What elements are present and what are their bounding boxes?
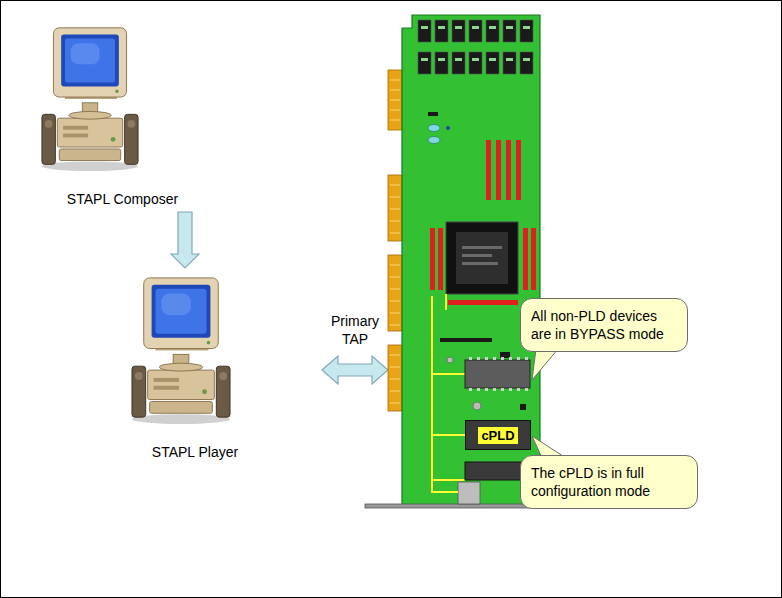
computer-node: STAPL Player bbox=[130, 272, 260, 461]
callout-box: All non-PLD devices are in BYPASS mode bbox=[520, 298, 688, 352]
chip-label: cPLD bbox=[478, 427, 517, 444]
computer-icon bbox=[130, 272, 232, 427]
callout-text: The cPLD is in full configuration mode bbox=[531, 464, 687, 500]
computer-icon bbox=[40, 22, 140, 174]
callout-text: All non-PLD devices are in BYPASS mode bbox=[531, 307, 677, 343]
interface-label: Primary TAP bbox=[318, 312, 392, 348]
computer-node: STAPL Composer bbox=[40, 22, 205, 208]
callout-tail bbox=[532, 349, 558, 380]
chip-box: cPLD bbox=[465, 420, 531, 450]
computer-label: STAPL Composer bbox=[40, 190, 205, 208]
callout-box: The cPLD is in full configuration mode bbox=[520, 455, 698, 509]
computer-label: STAPL Player bbox=[130, 443, 260, 461]
flow-arrow bbox=[171, 212, 199, 268]
